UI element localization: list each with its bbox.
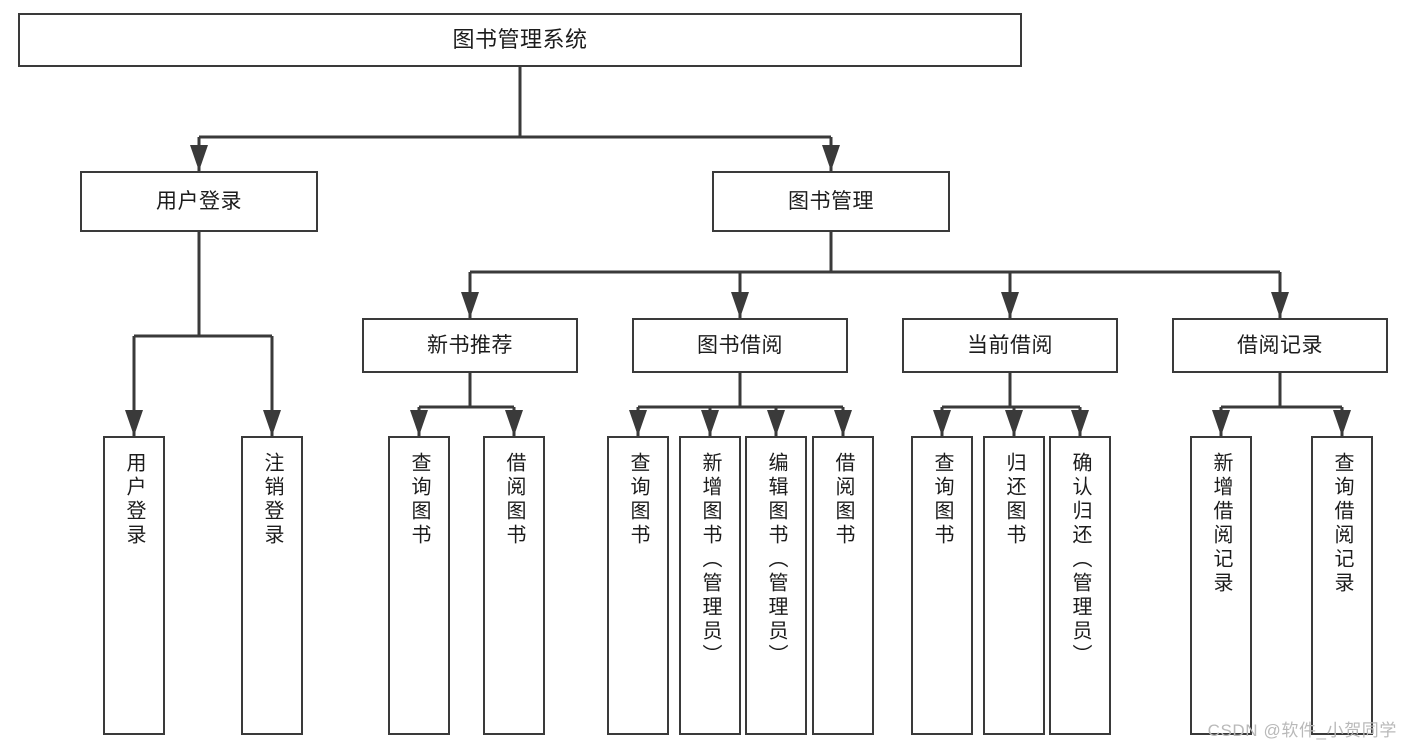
node-label-login: 用户登录 [156, 189, 242, 213]
node-login[interactable]: 用户登录 [80, 171, 318, 232]
node-label-root: 图书管理系统 [452, 26, 588, 52]
node-cu_return[interactable]: 归还图书 [983, 436, 1045, 735]
arrowhead-current [1001, 292, 1019, 318]
node-label-nb_query: 查询图书 [408, 452, 430, 548]
node-records[interactable]: 借阅记录 [1172, 318, 1388, 373]
arrowhead-cu_query [933, 410, 951, 436]
node-bo_query[interactable]: 查询图书 [607, 436, 669, 735]
node-label-re_query: 查询借阅记录 [1331, 452, 1353, 596]
node-label-bo_edit: 编辑图书（管理员） [765, 452, 787, 668]
arrowhead-nb_query [410, 410, 428, 436]
node-bookmgmt[interactable]: 图书管理 [712, 171, 950, 232]
node-nb_borrow[interactable]: 借阅图书 [483, 436, 545, 735]
arrowhead-bookmgmt [822, 145, 840, 171]
node-label-cu_query: 查询图书 [931, 452, 953, 548]
node-cu_query[interactable]: 查询图书 [911, 436, 973, 735]
node-label-bookmgmt: 图书管理 [788, 189, 874, 213]
node-label-nb_borrow: 借阅图书 [503, 452, 525, 548]
node-label-login_in: 用户登录 [123, 452, 145, 548]
node-bo_add[interactable]: 新增图书（管理员） [679, 436, 741, 735]
arrowhead-bo_query [629, 410, 647, 436]
node-borrow[interactable]: 图书借阅 [632, 318, 848, 373]
node-bo_borrow[interactable]: 借阅图书 [812, 436, 874, 735]
node-label-login_out: 注销登录 [261, 452, 283, 548]
arrowhead-cu_return [1005, 410, 1023, 436]
arrowhead-re_query [1333, 410, 1351, 436]
node-login_in[interactable]: 用户登录 [103, 436, 165, 735]
node-label-newbook: 新书推荐 [427, 333, 513, 357]
arrowhead-re_add [1212, 410, 1230, 436]
arrowhead-bo_add [701, 410, 719, 436]
watermark-label: CSDN @软件_小贺同学 [1207, 721, 1397, 740]
arrowhead-newbook [461, 292, 479, 318]
node-label-current: 当前借阅 [967, 333, 1053, 357]
node-re_query[interactable]: 查询借阅记录 [1311, 436, 1373, 735]
node-bo_edit[interactable]: 编辑图书（管理员） [745, 436, 807, 735]
arrowhead-bo_edit [767, 410, 785, 436]
node-label-borrow: 图书借阅 [697, 333, 783, 357]
node-re_add[interactable]: 新增借阅记录 [1190, 436, 1252, 735]
node-label-cu_return: 归还图书 [1003, 452, 1025, 548]
node-cu_confirm[interactable]: 确认归还（管理员） [1049, 436, 1111, 735]
node-label-records: 借阅记录 [1237, 333, 1323, 357]
node-label-cu_confirm: 确认归还（管理员） [1069, 452, 1091, 668]
arrowhead-nb_borrow [505, 410, 523, 436]
node-label-bo_add: 新增图书（管理员） [699, 452, 721, 668]
arrowhead-borrow [731, 292, 749, 318]
node-current[interactable]: 当前借阅 [902, 318, 1118, 373]
node-login_out[interactable]: 注销登录 [241, 436, 303, 735]
arrowhead-cu_confirm [1071, 410, 1089, 436]
node-label-re_add: 新增借阅记录 [1210, 452, 1232, 596]
node-label-bo_borrow: 借阅图书 [832, 452, 854, 548]
arrowhead-login_in [125, 410, 143, 436]
node-nb_query[interactable]: 查询图书 [388, 436, 450, 735]
arrowhead-login [190, 145, 208, 171]
node-newbook[interactable]: 新书推荐 [362, 318, 578, 373]
node-label-bo_query: 查询图书 [627, 452, 649, 548]
arrowhead-login_out [263, 410, 281, 436]
arrowhead-bo_borrow [834, 410, 852, 436]
node-root[interactable]: 图书管理系统 [18, 13, 1022, 67]
arrowhead-records [1271, 292, 1289, 318]
